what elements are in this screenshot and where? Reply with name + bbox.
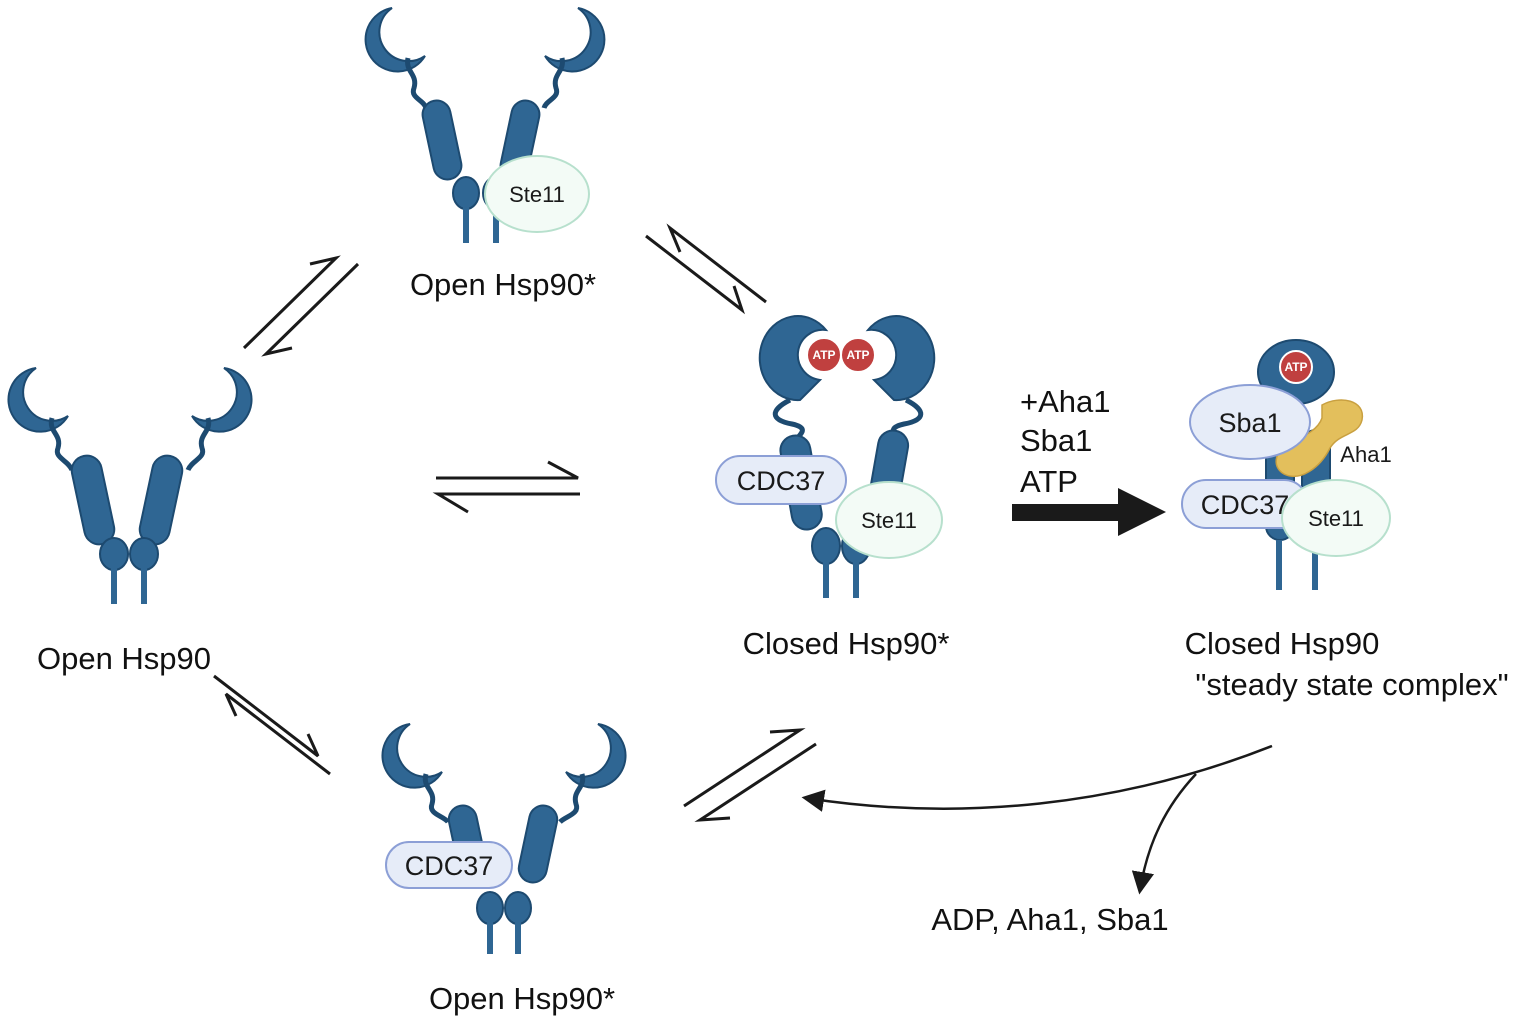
condition-line-2: Sba1 xyxy=(1020,423,1092,458)
cdc37-cochaperone: CDC37 xyxy=(1181,479,1309,529)
state-caption: Open Hsp90* xyxy=(429,981,615,1016)
aha1-label: Aha1 xyxy=(1340,442,1391,467)
cdc37-cochaperone: CDC37 xyxy=(385,841,513,889)
ste11-client: Ste11 xyxy=(835,481,943,559)
atp-left: ATP xyxy=(806,337,842,373)
n-terminal-domain xyxy=(565,723,627,789)
atp-right: ATP xyxy=(840,337,876,373)
state-caption: Open Hsp90* xyxy=(410,267,596,302)
condition-line-1: +Aha1 xyxy=(1020,384,1111,419)
n-terminal-domain xyxy=(364,7,426,73)
cdc37-label: CDC37 xyxy=(1201,490,1290,520)
equilibrium-bottom-middle xyxy=(683,728,817,822)
n-terminal-domain xyxy=(191,367,253,433)
open-hsp90-star-top: Ste11 Open Hsp90* xyxy=(364,7,606,302)
equilibrium-top-middle xyxy=(645,223,767,315)
state-caption-line2: "steady state complex" xyxy=(1195,667,1508,702)
release-arrow xyxy=(1131,773,1197,895)
sba1-label: Sba1 xyxy=(1218,408,1281,438)
open-hsp90-star-bottom: CDC37 Open Hsp90* xyxy=(381,723,627,1016)
reaction-conditions: +Aha1 Sba1 ATP xyxy=(1020,384,1111,499)
state-caption: Closed Hsp90* xyxy=(743,626,950,661)
ste11-client: Ste11 xyxy=(1281,479,1391,557)
forward-reaction-arrow xyxy=(1012,488,1166,536)
released-products: ADP, Aha1, Sba1 xyxy=(931,902,1168,937)
n-terminal-domain xyxy=(758,315,829,402)
atp-label: ATP xyxy=(812,348,835,362)
atp-label: ATP xyxy=(846,348,869,362)
ste11-client: Ste11 xyxy=(484,155,590,233)
ste11-label: Ste11 xyxy=(861,508,917,533)
ste11-label: Ste11 xyxy=(509,182,565,207)
n-terminal-domain xyxy=(865,315,936,402)
ste11-label: Ste11 xyxy=(1308,506,1364,531)
state-caption-line1: Closed Hsp90 xyxy=(1185,626,1380,661)
atp-label: ATP xyxy=(1284,360,1307,374)
open-hsp90-left: Open Hsp90 xyxy=(7,367,253,676)
condition-line-3: ATP xyxy=(1020,464,1078,499)
sba1-cochaperone: Sba1 xyxy=(1189,384,1311,460)
n-terminal-domain xyxy=(381,723,443,789)
cdc37-cochaperone: CDC37 xyxy=(715,455,847,505)
release-arrows xyxy=(801,744,1273,895)
equilibrium-left-middle xyxy=(432,460,580,514)
n-terminal-domain xyxy=(544,7,606,73)
hsp90-dimer xyxy=(7,367,253,604)
equilibrium-arrows xyxy=(213,223,817,822)
hsp90-dimer xyxy=(381,723,627,954)
closed-hsp90-star-middle: ATP ATP CDC37 Ste11 Closed Hsp90* xyxy=(715,315,950,661)
return-arrow xyxy=(801,744,1273,812)
cdc37-label: CDC37 xyxy=(737,466,826,496)
equilibrium-left-top xyxy=(242,255,360,357)
aha1-cochaperone: Aha1 xyxy=(1275,399,1392,477)
cdc37-label: CDC37 xyxy=(405,851,494,881)
equilibrium-left-bottom xyxy=(213,674,331,776)
atp: ATP xyxy=(1279,350,1313,384)
n-terminal-domain xyxy=(7,367,69,433)
closed-hsp90-steady-state-right: ATP Aha1 Sba1 CDC37 Ste11 Closed Hsp90 "… xyxy=(1181,339,1509,702)
state-caption: Open Hsp90 xyxy=(37,641,211,676)
